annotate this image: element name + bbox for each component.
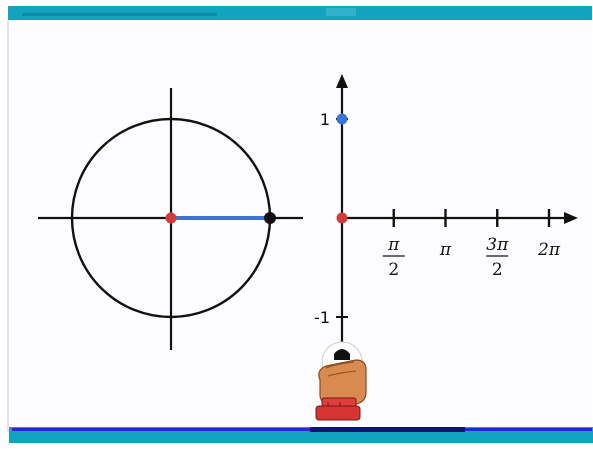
y-tick-label: 1 [320,110,330,129]
graph-point-top [336,113,348,125]
top-bar [8,6,592,20]
x-tick-label-numerator: π [439,240,452,260]
unit-circle-group [38,88,303,350]
circle-point[interactable] [264,212,276,224]
x-tick-label-denominator: 2 [492,260,503,280]
frame-left-edge [7,20,9,432]
top-bar-faint-title [326,8,356,16]
x-tick-label-denominator: 2 [388,260,399,280]
top-bar-progress [22,13,217,16]
origin-point [165,212,177,224]
y-axis-arrowhead [336,74,348,88]
x-tick-label-numerator: π [387,235,400,255]
x-tick-label-numerator: 2π [537,240,561,260]
graph-origin-point [336,212,348,224]
drawing-canvas[interactable] [9,20,591,432]
bottom-bar-line [12,428,592,431]
bottom-bar-progress [310,427,465,432]
x-tick-label-numerator: 3π [486,235,509,255]
hand-cursor-icon [315,341,367,421]
x-axis-arrowhead [564,212,578,224]
y-tick-label: -1 [314,308,330,327]
